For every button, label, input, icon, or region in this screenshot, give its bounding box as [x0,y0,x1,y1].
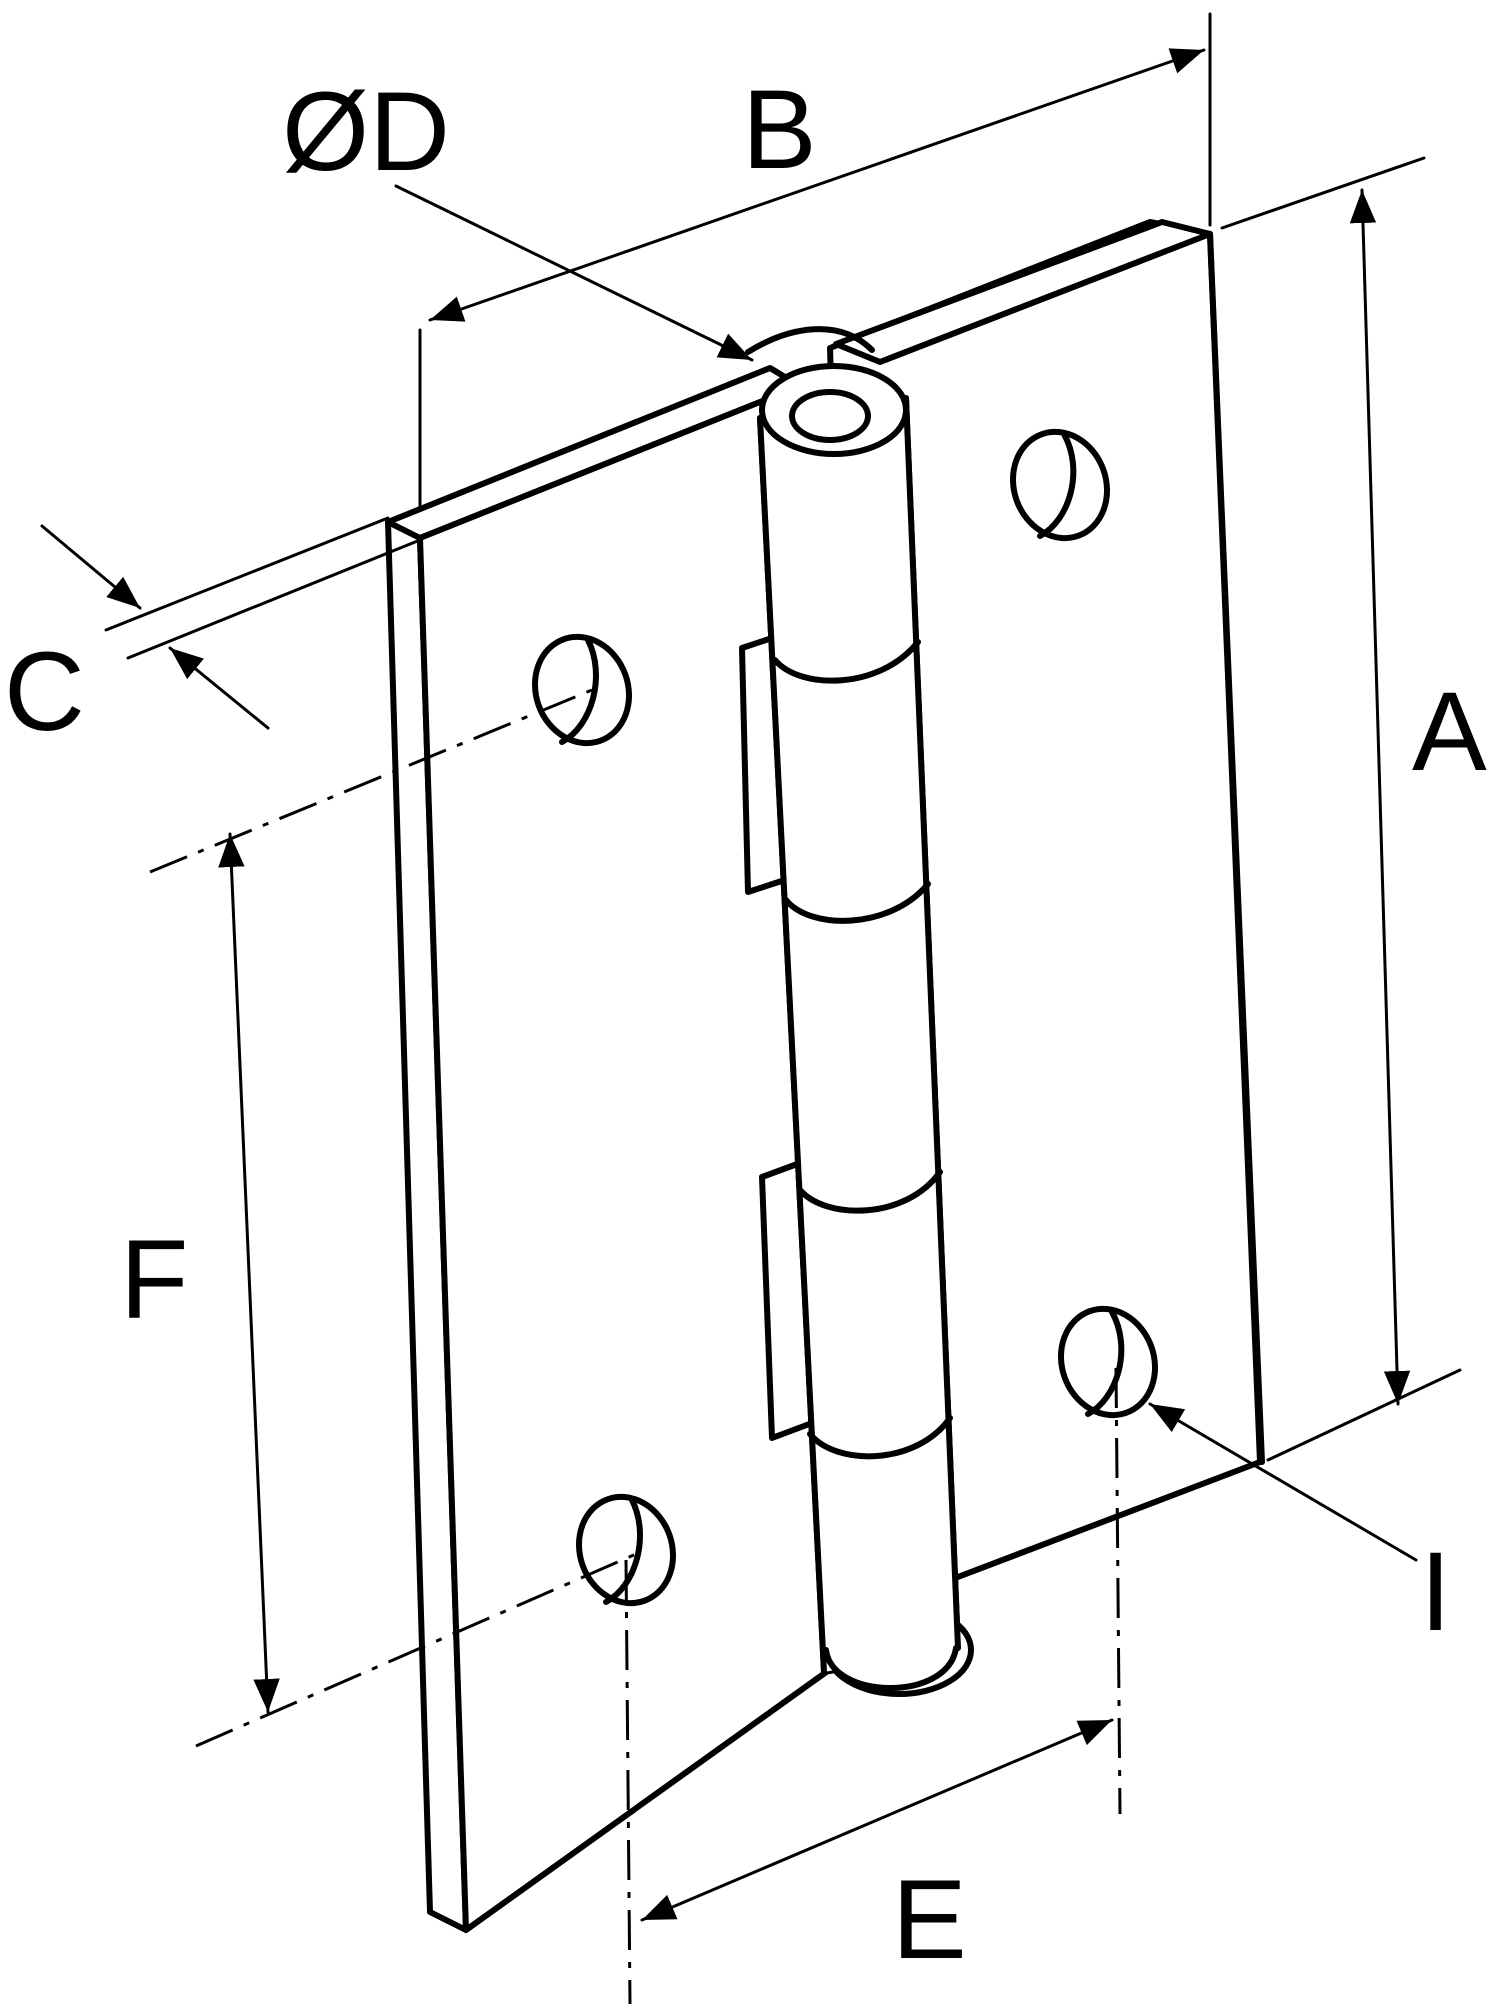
dimension-diameter [394,184,754,362]
label-hole-spacing-horizontal: E [892,1857,967,1982]
label-hole: I [1420,1529,1451,1654]
dimension-c [40,516,422,730]
hole-bottom-right [1057,1305,1159,1419]
dimension-a [1220,156,1462,1462]
label-width: B [742,67,817,192]
label-diameter: ØD [282,69,450,194]
hole-top-right [1009,428,1111,542]
dimension-e [624,1367,1122,2004]
hole-bottom-left [575,1493,677,1607]
label-thickness: C [4,629,85,754]
label-hole-spacing-vertical: F [120,1217,188,1342]
dimension-b [418,12,1212,512]
hinge-barrel [745,326,974,1697]
label-height: A [1412,669,1487,794]
hole-top-left [531,633,633,747]
leader-hole [1148,1402,1418,1562]
dimension-f [149,688,637,1748]
